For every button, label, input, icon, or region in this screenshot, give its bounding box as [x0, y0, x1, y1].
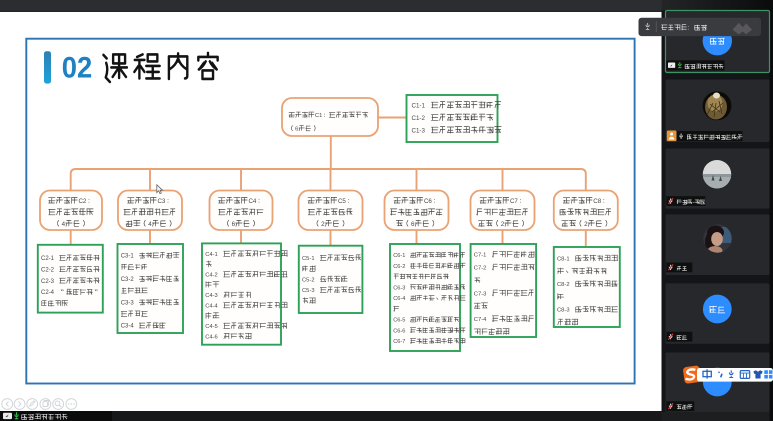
svg-text:-: - [693, 200, 695, 206]
svg-text:C3-4: C3-4 [121, 324, 135, 330]
svg-text:C4-3: C4-3 [205, 293, 218, 299]
svg-text:C6-1: C6-1 [393, 253, 405, 259]
svg-text:C8: C8 [593, 198, 601, 205]
svg-text:2: 2 [321, 221, 325, 228]
svg-text:C7-1: C7-1 [474, 253, 487, 259]
svg-text:C4-1: C4-1 [205, 252, 218, 258]
svg-text:C1: C1 [315, 113, 322, 119]
svg-text:C3-3: C3-3 [121, 300, 135, 306]
svg-text:C4-4: C4-4 [205, 304, 218, 310]
svg-text:C2-3: C2-3 [41, 279, 55, 285]
svg-text:C6-4: C6-4 [393, 296, 405, 302]
svg-text:C5-1: C5-1 [302, 256, 315, 262]
svg-text:C6-5: C6-5 [393, 318, 405, 324]
svg-text::: : [687, 25, 689, 32]
svg-text:02: 02 [62, 52, 93, 85]
svg-text:C4-2: C4-2 [205, 273, 218, 279]
svg-text:C7-2: C7-2 [474, 266, 487, 272]
svg-text:4: 4 [148, 221, 152, 228]
svg-text:C6-7: C6-7 [393, 339, 405, 345]
svg-text:C2-4: C2-4 [41, 290, 55, 296]
svg-text:C3: C3 [157, 198, 165, 205]
svg-text:C7-3: C7-3 [474, 291, 487, 297]
svg-text:C7-4: C7-4 [474, 317, 487, 323]
svg-text:C6-6: C6-6 [393, 328, 405, 334]
svg-text:C8-2: C8-2 [557, 282, 570, 288]
svg-text:2: 2 [584, 221, 588, 228]
svg-text:C2-1: C2-1 [41, 256, 55, 262]
svg-text:C6-3: C6-3 [393, 285, 405, 291]
svg-text:C3-1: C3-1 [121, 254, 135, 260]
svg-text:C2-2: C2-2 [41, 267, 55, 273]
svg-text:C3-2: C3-2 [121, 277, 135, 283]
svg-text:C8-1: C8-1 [557, 257, 570, 263]
svg-text:C6: C6 [424, 198, 432, 205]
svg-text:C1-1: C1-1 [412, 103, 426, 110]
svg-text:C7: C7 [510, 198, 518, 205]
svg-text:C4: C4 [248, 198, 256, 205]
svg-text:6: 6 [232, 221, 236, 228]
svg-text:C5-2: C5-2 [302, 277, 315, 283]
svg-text:6: 6 [295, 127, 298, 133]
svg-text:2: 2 [501, 221, 505, 228]
svg-text:6: 6 [411, 221, 415, 228]
svg-text:C6-2: C6-2 [393, 264, 405, 270]
svg-text:4: 4 [62, 221, 66, 228]
svg-text:C5-3: C5-3 [302, 288, 315, 294]
svg-text:C4-6: C4-6 [205, 334, 218, 340]
svg-text:C1-3: C1-3 [412, 128, 426, 135]
svg-text:C8-3: C8-3 [557, 308, 570, 314]
svg-text:C5: C5 [338, 198, 346, 205]
svg-text:C4-5: C4-5 [205, 324, 218, 330]
svg-text:C2: C2 [78, 198, 86, 205]
svg-text:C1-2: C1-2 [412, 115, 426, 122]
